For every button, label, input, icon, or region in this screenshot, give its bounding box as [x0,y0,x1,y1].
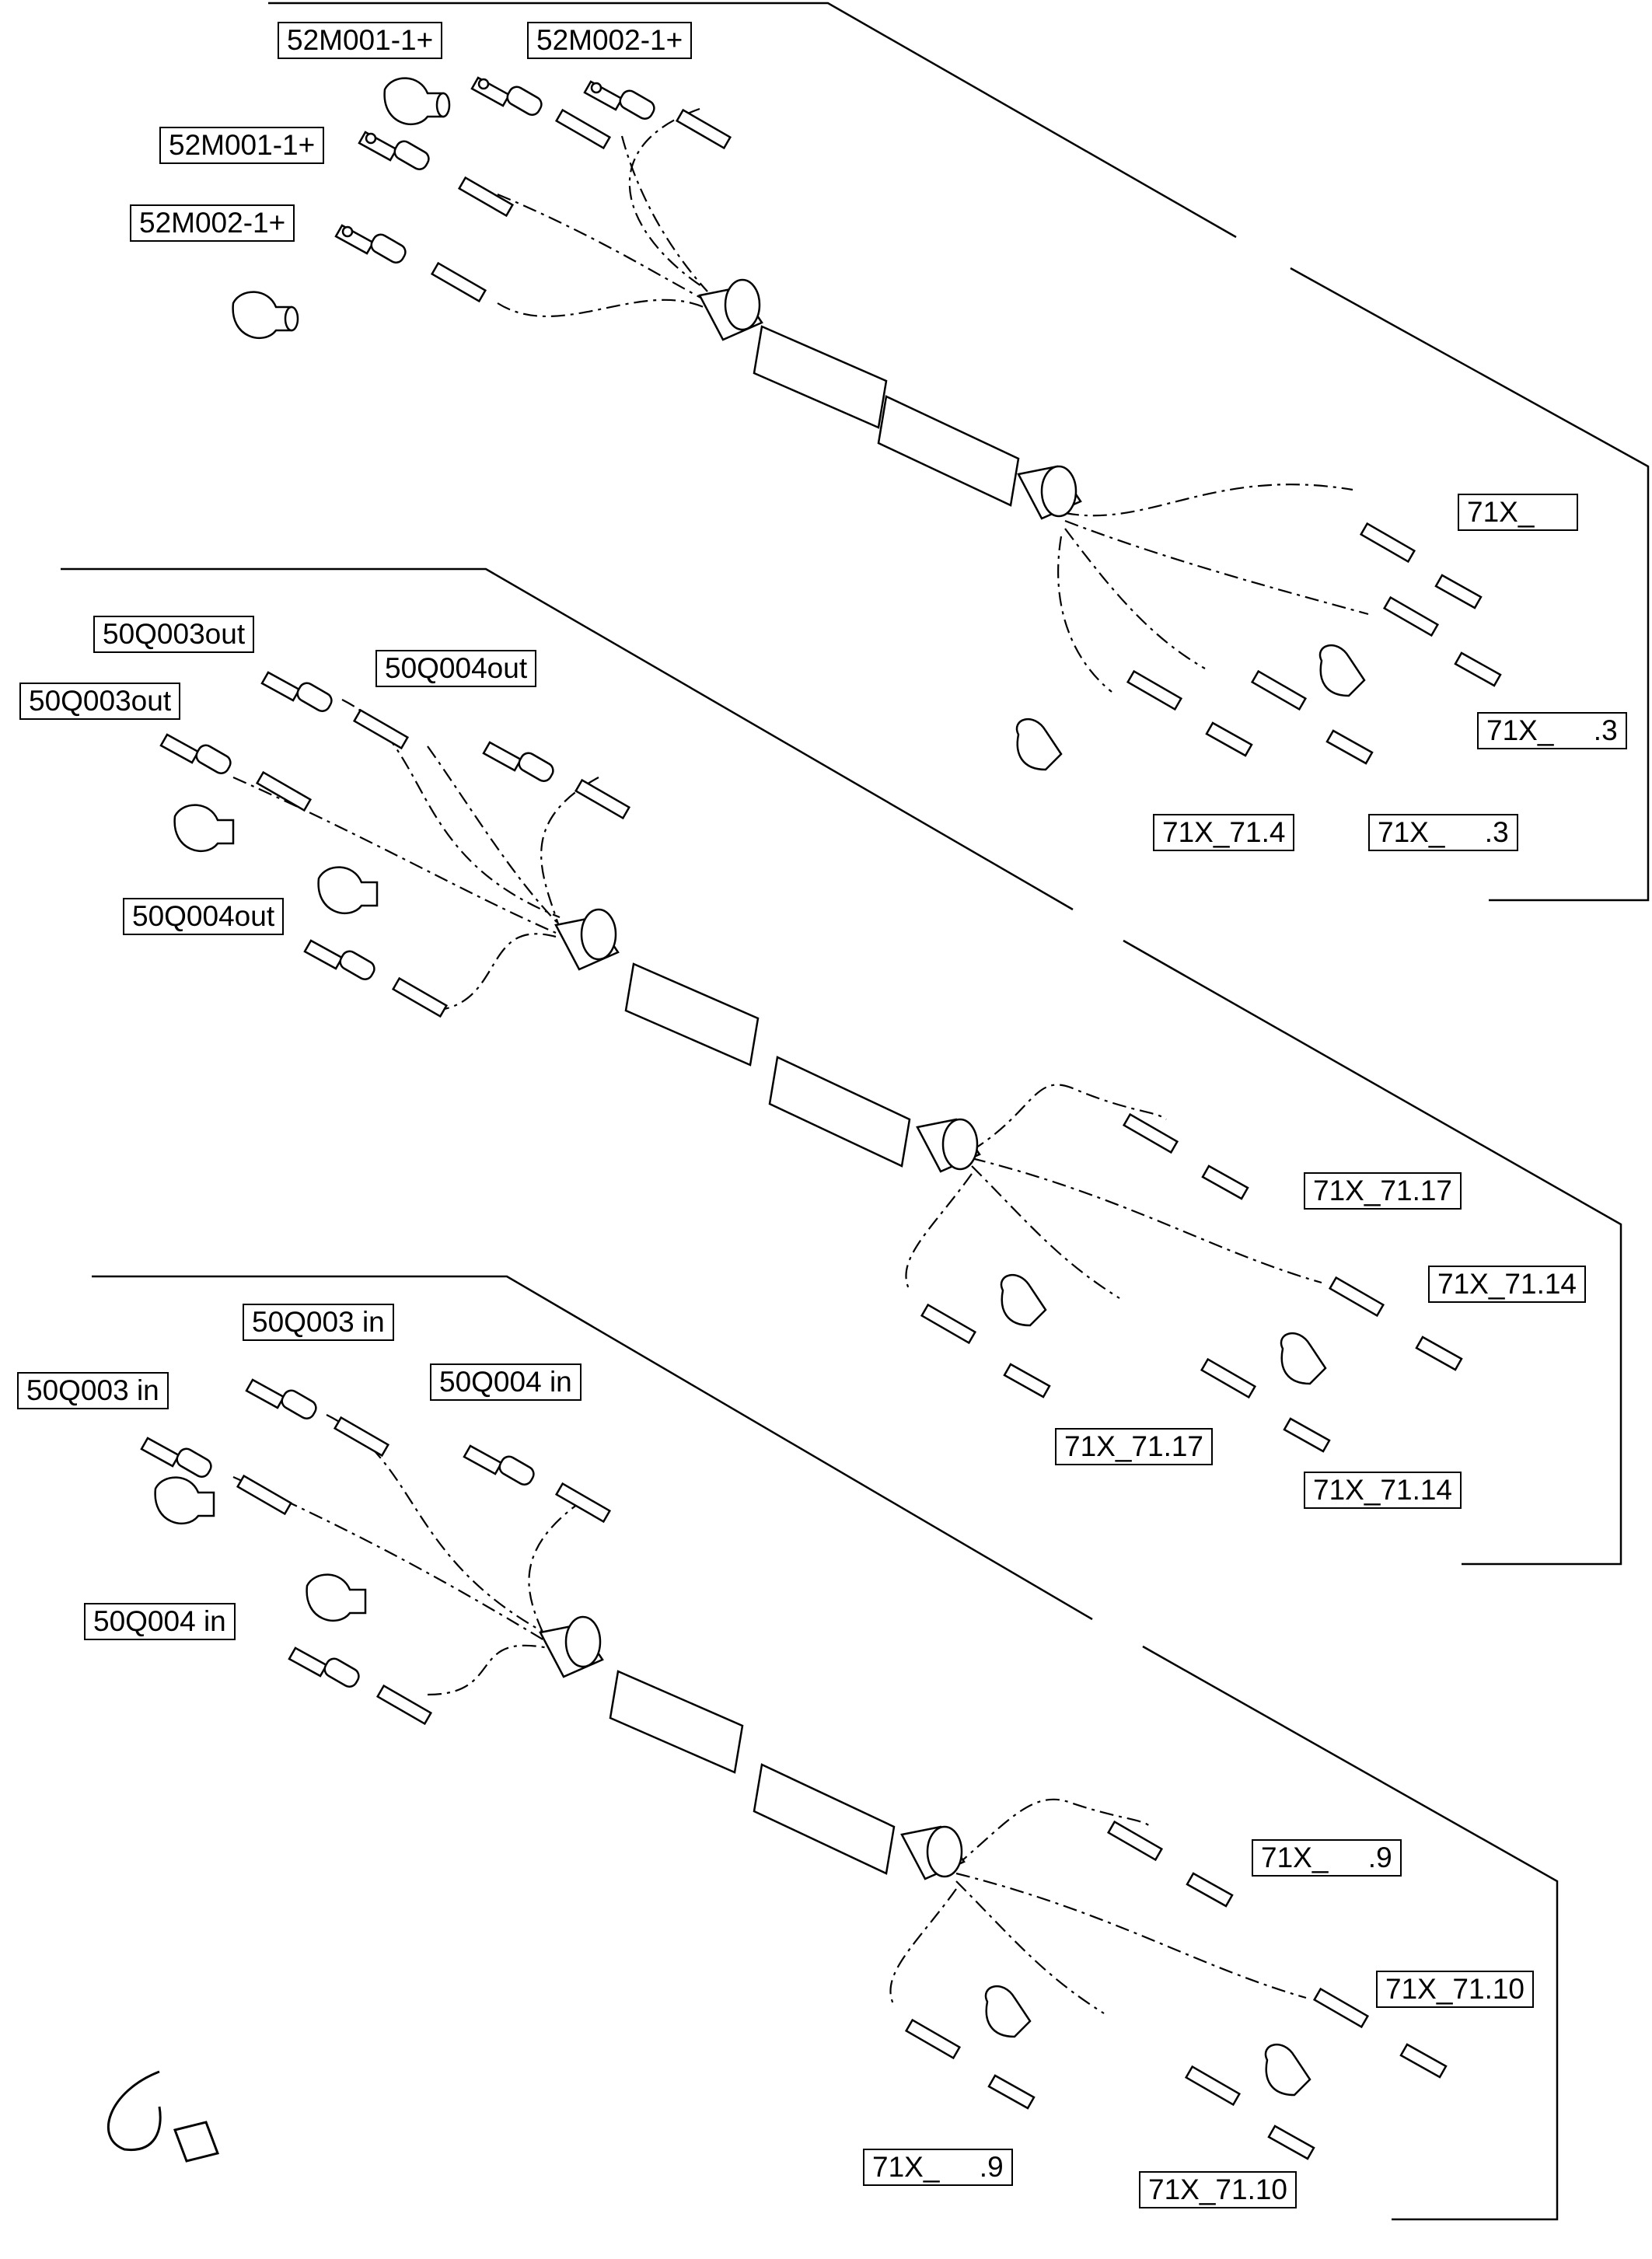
wire-ferrule-icon [1122,1112,1179,1154]
cable-tie-icon [107,2070,162,2152]
terminal-label: 71X_ [1458,494,1578,531]
ring-terminal-icon [245,1378,285,1409]
wire-ferrule-icon [236,1474,293,1516]
wire-ferrule-icon [352,708,410,750]
terminal-label: 71X_ .9 [863,2149,1013,2186]
connector-label: 50Q003 in [17,1372,169,1409]
boot-cap-icon [984,1985,1032,2038]
ring-terminal-icon [482,741,522,772]
terminal-label: 71X_ .9 [1252,1839,1402,1877]
wire-ferrule-icon [904,2018,962,2060]
ring-terminal-icon [260,671,301,702]
wire-ferrule-icon [1184,2065,1242,2107]
terminal-label: 71X_71.10 [1139,2171,1298,2208]
corrugated-sleeve-icon [698,278,1082,520]
corrugated-sleeve-icon [554,908,981,1173]
ring-terminal-icon [1415,1335,1463,1371]
connector-label: 50Q004out [123,898,285,935]
terminal-label: 71X_71.14 [1304,1472,1462,1509]
ring-terminal-icon [1434,574,1483,609]
ring-terminal-icon [518,752,554,782]
boot-cap-icon [1264,2043,1311,2097]
harness-assembly-2 [159,671,1463,1453]
wire-ferrule-icon [375,1684,433,1726]
terminal-label: 71X_71.10 [1376,1971,1535,2008]
ring-terminal-icon [1399,2043,1448,2079]
wire-ferrule-icon [1328,1276,1385,1318]
frame-lines [61,2,1650,2221]
ring-terminal-icon [1186,1872,1234,1908]
ring-terminal-icon [176,1447,212,1478]
wire-ferrule-icon [1312,1987,1370,2029]
connector-label: 50Q004 in [430,1363,582,1401]
wire-ferrule-icon [255,770,313,812]
ring-terminal-icon [339,950,375,980]
connector-label: 50Q003out [93,616,255,653]
ring-terminal-icon [1454,651,1502,687]
ring-terminal-icon [1003,1363,1051,1398]
boot-cap-icon [317,866,379,914]
ring-terminal-icon [498,1455,535,1486]
boot-cap-icon [1318,644,1366,697]
boot-cap-icon [1000,1273,1047,1327]
connector-label: 50Q004 in [84,1603,236,1640]
ring-terminal-icon [159,733,200,764]
connector-label: 52M002-1+ [130,204,295,242]
connector-label: 50Q004out [375,650,537,687]
ring-terminal-icon [281,1389,317,1419]
boot-cap-icon [173,804,235,852]
wire-ferrule-icon [574,778,631,820]
wire-ferrule-icon [1200,1357,1257,1399]
connector-label: 50Q003out [19,683,181,720]
connector-label: 52M001-1+ [159,127,325,164]
wire-ferrule-icon [1382,595,1440,637]
boot-cap-icon [306,1573,367,1622]
connector-label: 52M001-1+ [278,22,443,59]
ring-terminal-icon [140,1437,180,1468]
ring-terminal-icon [1325,729,1374,765]
terminal-label: 71X_71.14 [1428,1266,1587,1303]
ring-terminal-icon [1201,1164,1249,1200]
wire-ferrule-icon [1106,1820,1164,1862]
wire-ferrule-icon [1250,669,1308,711]
wire-ferrule-icon [920,1303,977,1345]
terminal-label: 71X_ .3 [1477,712,1627,749]
harness-assembly-1 [232,76,1502,771]
wire-ferrule-icon [1359,522,1416,564]
ring-terminal-icon [334,76,655,264]
ring-terminal-icon [288,1646,328,1678]
wire-ferrule-icon [391,976,449,1018]
terminal-label: 71X_ .3 [1368,814,1518,851]
terminal-label: 71X_71.17 [1055,1428,1214,1465]
boot-cap-icon [1280,1332,1327,1385]
boot-cap-icon [232,77,451,339]
connector-label: 52M002-1+ [527,22,693,59]
terminal-label: 71X_71.17 [1304,1172,1462,1210]
corrugated-sleeve-icon [539,1615,966,1880]
wire-ferrule-icon [333,1416,390,1458]
ring-terminal-icon [323,1657,360,1688]
wire-ferrule-icon [554,1482,612,1524]
ring-terminal-icon [296,682,333,712]
wire-ferrule-icon [430,108,732,303]
ring-terminal-icon [195,744,232,774]
ring-terminal-icon [1205,721,1253,757]
sleeve-clip-icon [173,2121,219,2163]
harness-assembly-3 [107,1378,1448,2163]
ring-terminal-icon [987,2074,1036,2110]
ring-terminal-icon [1267,2125,1315,2160]
connector-label: 50Q003 in [243,1304,394,1341]
boot-cap-icon [154,1476,215,1524]
terminal-label: 71X_71.4 [1153,814,1295,851]
ring-terminal-icon [303,939,344,970]
boot-cap-icon [1015,718,1063,771]
ring-terminal-icon [463,1444,503,1475]
wire-ferrule-icon [1126,669,1183,711]
ring-terminal-icon [1283,1417,1331,1453]
